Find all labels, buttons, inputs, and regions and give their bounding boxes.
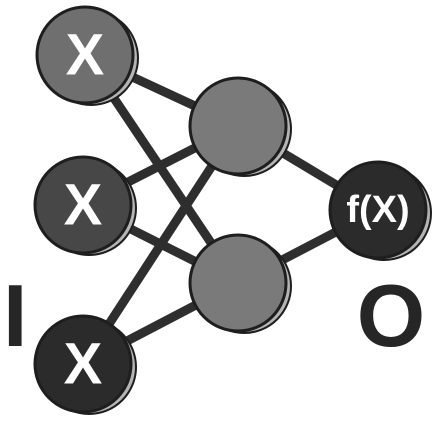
input-node-1: X (35, 5, 139, 106)
node-circle (33, 155, 133, 255)
node-circle (35, 5, 135, 105)
input-layer-label: I (3, 266, 27, 365)
input-node-label: X (64, 332, 103, 397)
output-layer-label: O (357, 266, 425, 365)
input-node-label: X (66, 23, 105, 88)
node-circle (188, 233, 288, 333)
input-node-2: X (33, 155, 137, 256)
output-node-label: f(X) (346, 189, 409, 231)
hidden-node-1 (188, 76, 292, 177)
node-circle (328, 160, 428, 260)
input-node-3: X (33, 314, 137, 415)
output-node: f(X) (328, 160, 432, 261)
node-circle (33, 314, 133, 414)
node-circle (188, 76, 288, 176)
hidden-node-2 (188, 233, 292, 334)
input-node-label: X (64, 173, 103, 238)
